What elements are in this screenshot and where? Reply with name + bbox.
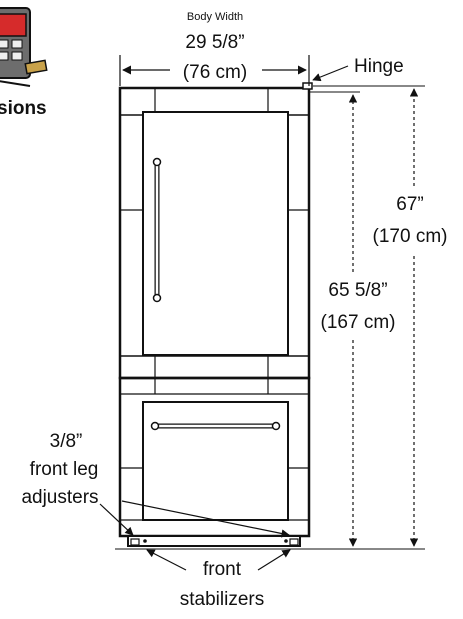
leg-leader-left (99, 503, 134, 536)
total-height-metric: (170 cm) (373, 226, 448, 247)
leg-adjuster-size: 3/8” (50, 431, 83, 452)
width-imperial: 29 5/8” (185, 32, 244, 53)
leg-adjusters-callout: 3/8” front leg adjusters (21, 431, 290, 538)
body-height-dimension: 65 5/8” (167 cm) (321, 94, 396, 547)
body-width-caption: Body Width (187, 11, 243, 23)
width-metric: (76 cm) (183, 62, 247, 83)
leg-adjuster-right-icon (289, 538, 299, 546)
logo-icon (0, 7, 48, 87)
logo-text: sions (0, 98, 47, 119)
body-height-metric: (167 cm) (321, 312, 396, 333)
stabilizer-line2: stabilizers (180, 589, 264, 610)
width-dimension: Body Width 29 5/8” (76 cm) (122, 11, 307, 83)
stabilizer-leader-right (257, 549, 291, 571)
reference-lines (115, 55, 425, 550)
leg-adjuster-left-icon (130, 538, 140, 546)
leg-adjuster-line2: adjusters (21, 487, 98, 508)
stabilizer-leader-left (146, 549, 187, 571)
hinge-label: Hinge (354, 56, 404, 77)
total-height-dimension: 67” (170 cm) (373, 88, 448, 547)
appliance (118, 82, 313, 547)
total-height-imperial: 67” (396, 194, 423, 215)
refrigerator-door (142, 111, 289, 356)
toe-kick-base (127, 535, 301, 547)
freezer-drawer (142, 401, 289, 521)
leg-adjuster-line1: front leg (30, 459, 99, 480)
hinge-callout: Hinge (312, 56, 404, 82)
hinge-icon (302, 82, 313, 90)
body-height-imperial: 65 5/8” (328, 280, 387, 301)
leg-leader-right (121, 500, 290, 538)
stabilizers-callout: front stabilizers (146, 549, 291, 610)
stabilizer-line1: front (203, 559, 242, 580)
logo: sions (0, 7, 48, 119)
hinge-leader (312, 65, 349, 82)
